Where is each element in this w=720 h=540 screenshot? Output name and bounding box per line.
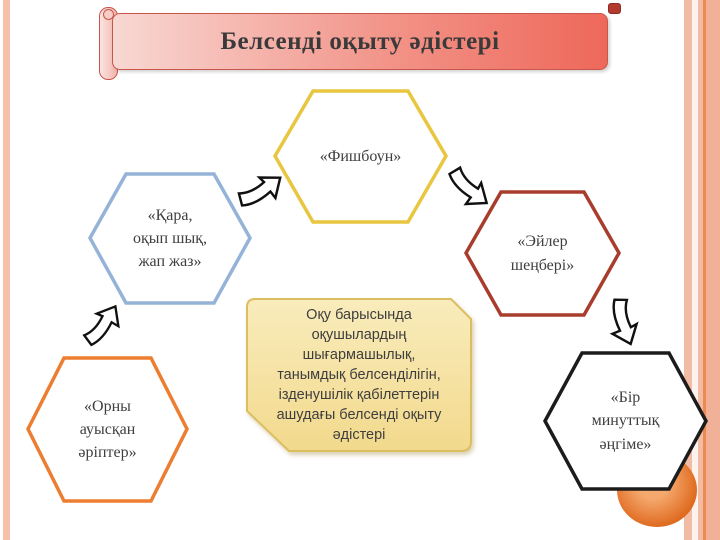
arrow-euler-to-bir — [594, 291, 647, 353]
arrow-orny-to-qara — [77, 297, 132, 358]
hexagon-euler-shape — [464, 190, 621, 317]
page-title: Белсенді оқыту әдістері — [220, 27, 500, 55]
hexagon-euler-circle: «Эйлер шеңбері» — [464, 190, 621, 317]
title-banner: Белсенді оқыту әдістері — [112, 13, 608, 70]
hexagon-bir-minuttyq: «Бір минуттық әңгіме» — [543, 351, 708, 491]
hexagon-qara-shape — [88, 172, 252, 305]
center-note-shape — [245, 297, 473, 453]
hexagon-fishbone-shape — [273, 89, 448, 224]
hexagon-qara-oqyp-shyq: «Қара, оқып шық, жап жаз» — [88, 172, 252, 305]
banner-scroll-curl — [608, 3, 621, 14]
left-accent-bar — [3, 0, 10, 540]
hexagon-bir-label: «Бір минуттық әңгіме» — [591, 389, 660, 453]
arrow-fishbone-to-euler — [434, 160, 497, 220]
hexagon-euler-label: «Эйлер шеңбері» — [510, 233, 575, 274]
hexagon-orny-auysqan: «Орны ауысқан әріптер» — [26, 356, 189, 503]
hexagon-orny-shape — [26, 356, 189, 503]
hexagon-orny-label: «Орны ауысқан әріптер» — [78, 397, 137, 462]
arrow-qara-to-fishbone — [230, 164, 293, 224]
hexagon-qara-label: «Қара, оқып шық, жап жаз» — [133, 206, 207, 271]
hexagon-fishbone: «Фишбоун» — [273, 89, 448, 224]
hexagon-bir-shape — [543, 351, 708, 491]
hexagon-fishbone-label: «Фишбоун» — [319, 147, 402, 165]
center-note-text: Оқу барысында оқушылардың шығармашылық, … — [276, 307, 442, 443]
